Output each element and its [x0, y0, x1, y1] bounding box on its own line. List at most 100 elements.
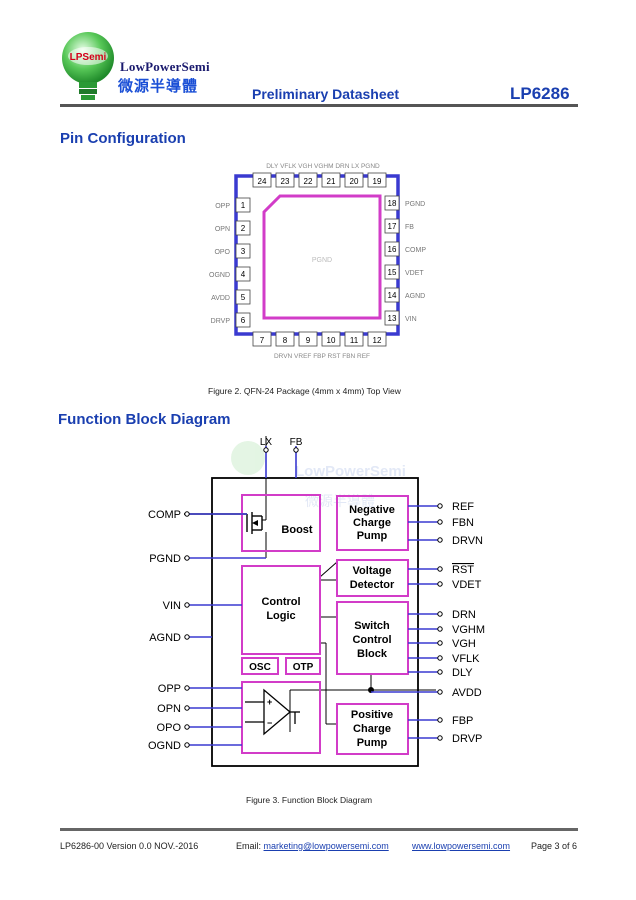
footer-email-label: Email: [236, 841, 262, 851]
pin-box-right-14 [384, 287, 400, 303]
pin-box-top-22 [298, 172, 318, 188]
exposed-pad [262, 194, 382, 320]
pin-name-right-13: VIN [405, 316, 417, 323]
pin-box-left-2 [235, 220, 251, 236]
pin-terminal-icon [437, 717, 443, 723]
figure-3-caption: Figure 3. Function Block Diagram [246, 795, 373, 805]
pin-name-right-14: AGND [405, 293, 425, 300]
pin-terminal-icon [437, 581, 443, 587]
pin-box-left-3 [235, 243, 251, 259]
pin-number-12: 12 [373, 336, 382, 345]
pin-number-6: 6 [241, 316, 246, 325]
block-pin-drn: DRN [452, 609, 476, 621]
footer-website-link[interactable]: www.lowpowersemi.com [412, 841, 511, 851]
pin-box-right-18 [384, 195, 400, 211]
watermark: LowPowerSemi 微源半導體 [231, 441, 406, 509]
block-pin-fbp: FBP [452, 715, 473, 727]
block-pin-avdd: AVDD [452, 687, 482, 699]
pin-box-top-21 [321, 172, 341, 188]
pin-number-15: 15 [388, 268, 397, 277]
package-outline [234, 174, 400, 336]
pin-terminal-icon [184, 602, 190, 608]
svg-text:+: + [267, 697, 272, 707]
logo-text: LPSemi [70, 52, 107, 63]
pin-box-bottom-7 [252, 331, 272, 347]
footer-email-link[interactable]: marketing@lowpowersemi.com [263, 841, 389, 851]
otp-block [285, 657, 321, 675]
pin-box-top-23 [275, 172, 295, 188]
block-pin-pgnd: PGND [149, 553, 181, 565]
pin-name-left-1: OPP [215, 203, 230, 210]
pin-number-21: 21 [327, 177, 336, 186]
svg-text:−: − [267, 718, 272, 728]
block-pin-dly: DLY [452, 667, 473, 679]
positive-charge-pump-block [336, 703, 409, 755]
pin-lx-label: LX [260, 437, 273, 448]
pin-number-17: 17 [388, 222, 397, 231]
pin-name-right-17: FB [405, 224, 414, 231]
pin-terminal-icon [437, 655, 443, 661]
pin-box-left-6 [235, 312, 251, 328]
document-title: Preliminary Datasheet [252, 86, 400, 102]
boost-label: Boost [281, 524, 313, 536]
pin-name-right-18: PGND [405, 201, 425, 208]
neg-pump-label-3: Pump [357, 530, 388, 542]
pos-pump-label-2: Charge [353, 723, 391, 735]
osc-label: OSC [249, 662, 271, 673]
block-pin-vin: VIN [163, 600, 181, 612]
pin-box-right-13 [384, 310, 400, 326]
pin-box-bottom-12 [367, 331, 387, 347]
pin-terminal-icon [437, 689, 443, 695]
pin-box-bottom-8 [275, 331, 295, 347]
block-pin-opn: OPN [157, 703, 181, 715]
pin-box-top-20 [344, 172, 364, 188]
block-pin-vflk: VFLK [452, 653, 480, 665]
pin-terminal-icon [437, 669, 443, 675]
pin-terminal-icon [437, 566, 443, 572]
pin-number-8: 8 [283, 336, 288, 345]
block-pin-rst: RST [452, 564, 474, 576]
pin-terminal-icon [184, 724, 190, 730]
block-pin-vdet: VDET [452, 579, 482, 591]
pin-number-2: 2 [241, 224, 246, 233]
pin-box-bottom-11 [344, 331, 364, 347]
pin-box-left-1 [235, 197, 251, 213]
pin-terminal-icon [437, 735, 443, 741]
mosfet-icon [184, 512, 263, 534]
pin-box-left-5 [235, 289, 251, 305]
footer-version: LP6286-00 Version 0.0 NOV.-2016 [60, 841, 199, 851]
pin-terminal-icon [184, 555, 190, 561]
bottom-pin-labels: DRVN VREF FBP RST FBN REF [274, 353, 370, 360]
pin-terminal-icon [437, 640, 443, 646]
pin-number-1: 1 [241, 201, 246, 210]
header-divider [60, 104, 578, 107]
pad-label: PGND [312, 257, 332, 264]
pin-terminal-icon [184, 685, 190, 691]
pin-box-bottom-10 [321, 331, 341, 347]
pin-terminal-icon [437, 503, 443, 509]
footer-website: www.lowpowersemi.com [412, 841, 510, 851]
pin-terminal-icon [437, 537, 443, 543]
pin-name-right-16: COMP [405, 247, 426, 254]
pin-box-right-16 [384, 241, 400, 257]
boost-block [241, 494, 321, 552]
pin-name-left-5: AVDD [211, 295, 230, 302]
pin-number-22: 22 [304, 177, 313, 186]
lightbulb-logo-icon: LPSemi [62, 32, 114, 100]
volt-det-label-1: Voltage [353, 565, 392, 577]
pin-number-13: 13 [388, 314, 397, 323]
pos-pump-label-1: Positive [351, 709, 393, 721]
neg-pump-label-2: Charge [353, 517, 391, 529]
pin-number-23: 23 [281, 177, 290, 186]
block-pin-opp: OPP [158, 683, 181, 695]
watermark-text-en: LowPowerSemi [295, 463, 406, 480]
block-pin-vghm: VGHM [452, 624, 485, 636]
voltage-detector-block [336, 559, 409, 597]
brand-name-en: LowPowerSemi [120, 59, 210, 74]
block-pin-vgh: VGH [452, 638, 476, 650]
pin-number-5: 5 [241, 293, 246, 302]
opamp-block [241, 681, 321, 754]
pin-terminal-icon [184, 705, 190, 711]
volt-det-label-2: Detector [350, 579, 395, 591]
